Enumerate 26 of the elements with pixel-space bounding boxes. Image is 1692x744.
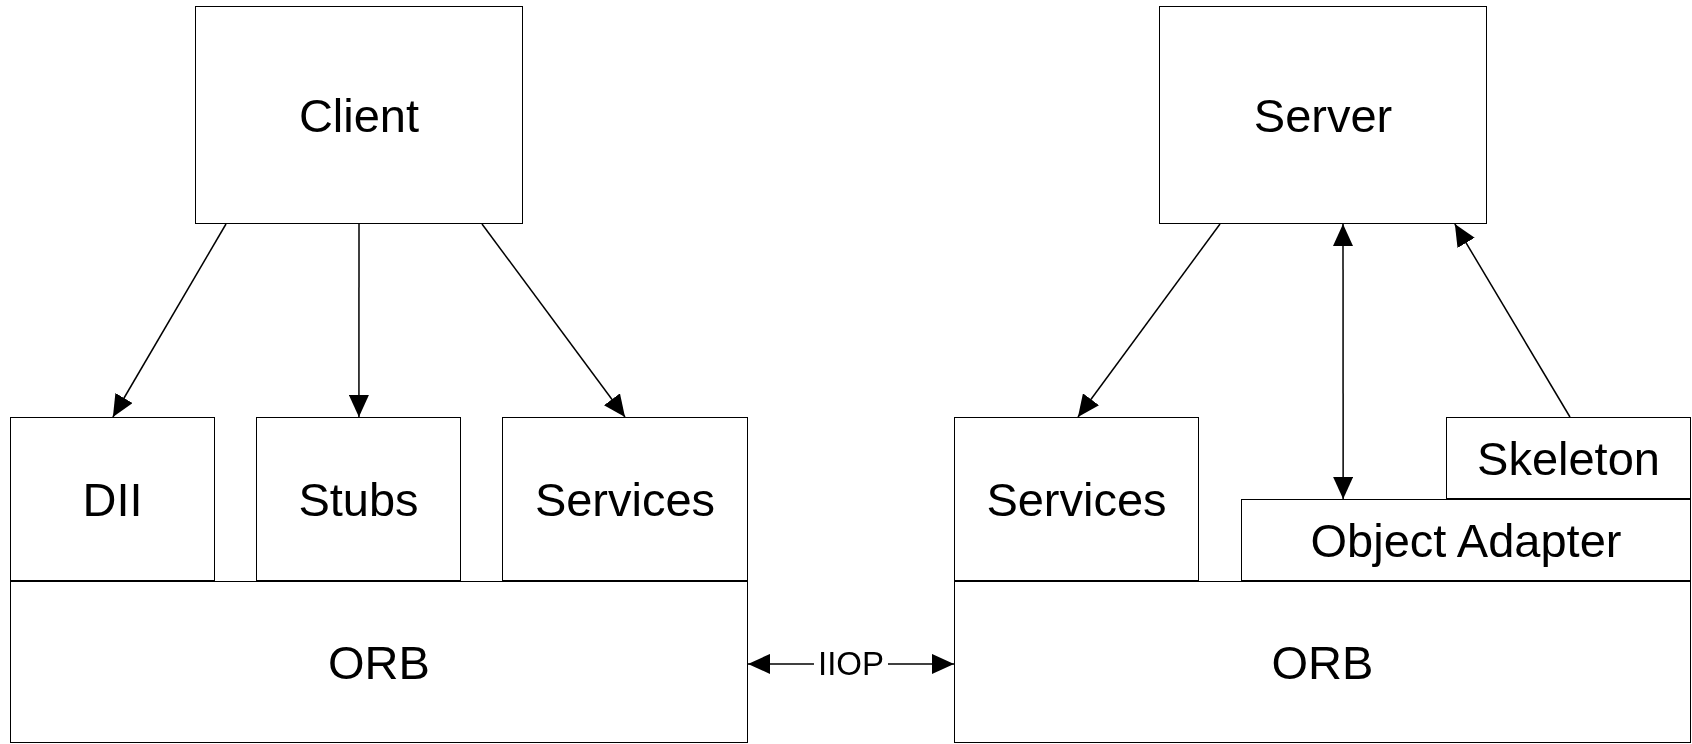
arrow [481, 223, 626, 418]
arrow [348, 223, 369, 418]
component-label: Skeleton [1477, 430, 1660, 486]
arrow [112, 223, 227, 418]
component-label: Client [298, 87, 420, 143]
component-label: ORB [1271, 634, 1374, 690]
component-box [10, 417, 215, 581]
component-box [1446, 417, 1691, 499]
component-box [10, 581, 748, 743]
component-label: ORB [328, 634, 430, 690]
component-label: DII [82, 471, 143, 527]
component-box [954, 417, 1199, 581]
component-label: Object Adapter [1310, 512, 1622, 568]
component-label: Services [534, 471, 716, 527]
arrow [1333, 223, 1354, 500]
component-box [1241, 499, 1691, 581]
component-box [502, 417, 748, 581]
component-box [1159, 6, 1487, 224]
component-box [195, 6, 523, 224]
arrow [1454, 223, 1571, 418]
component-label: Stubs [298, 471, 419, 527]
arrow [1077, 223, 1221, 418]
component-box [954, 581, 1691, 743]
component-box [256, 417, 461, 581]
component-label: Services [986, 471, 1167, 527]
component-label: Server [1253, 87, 1393, 143]
